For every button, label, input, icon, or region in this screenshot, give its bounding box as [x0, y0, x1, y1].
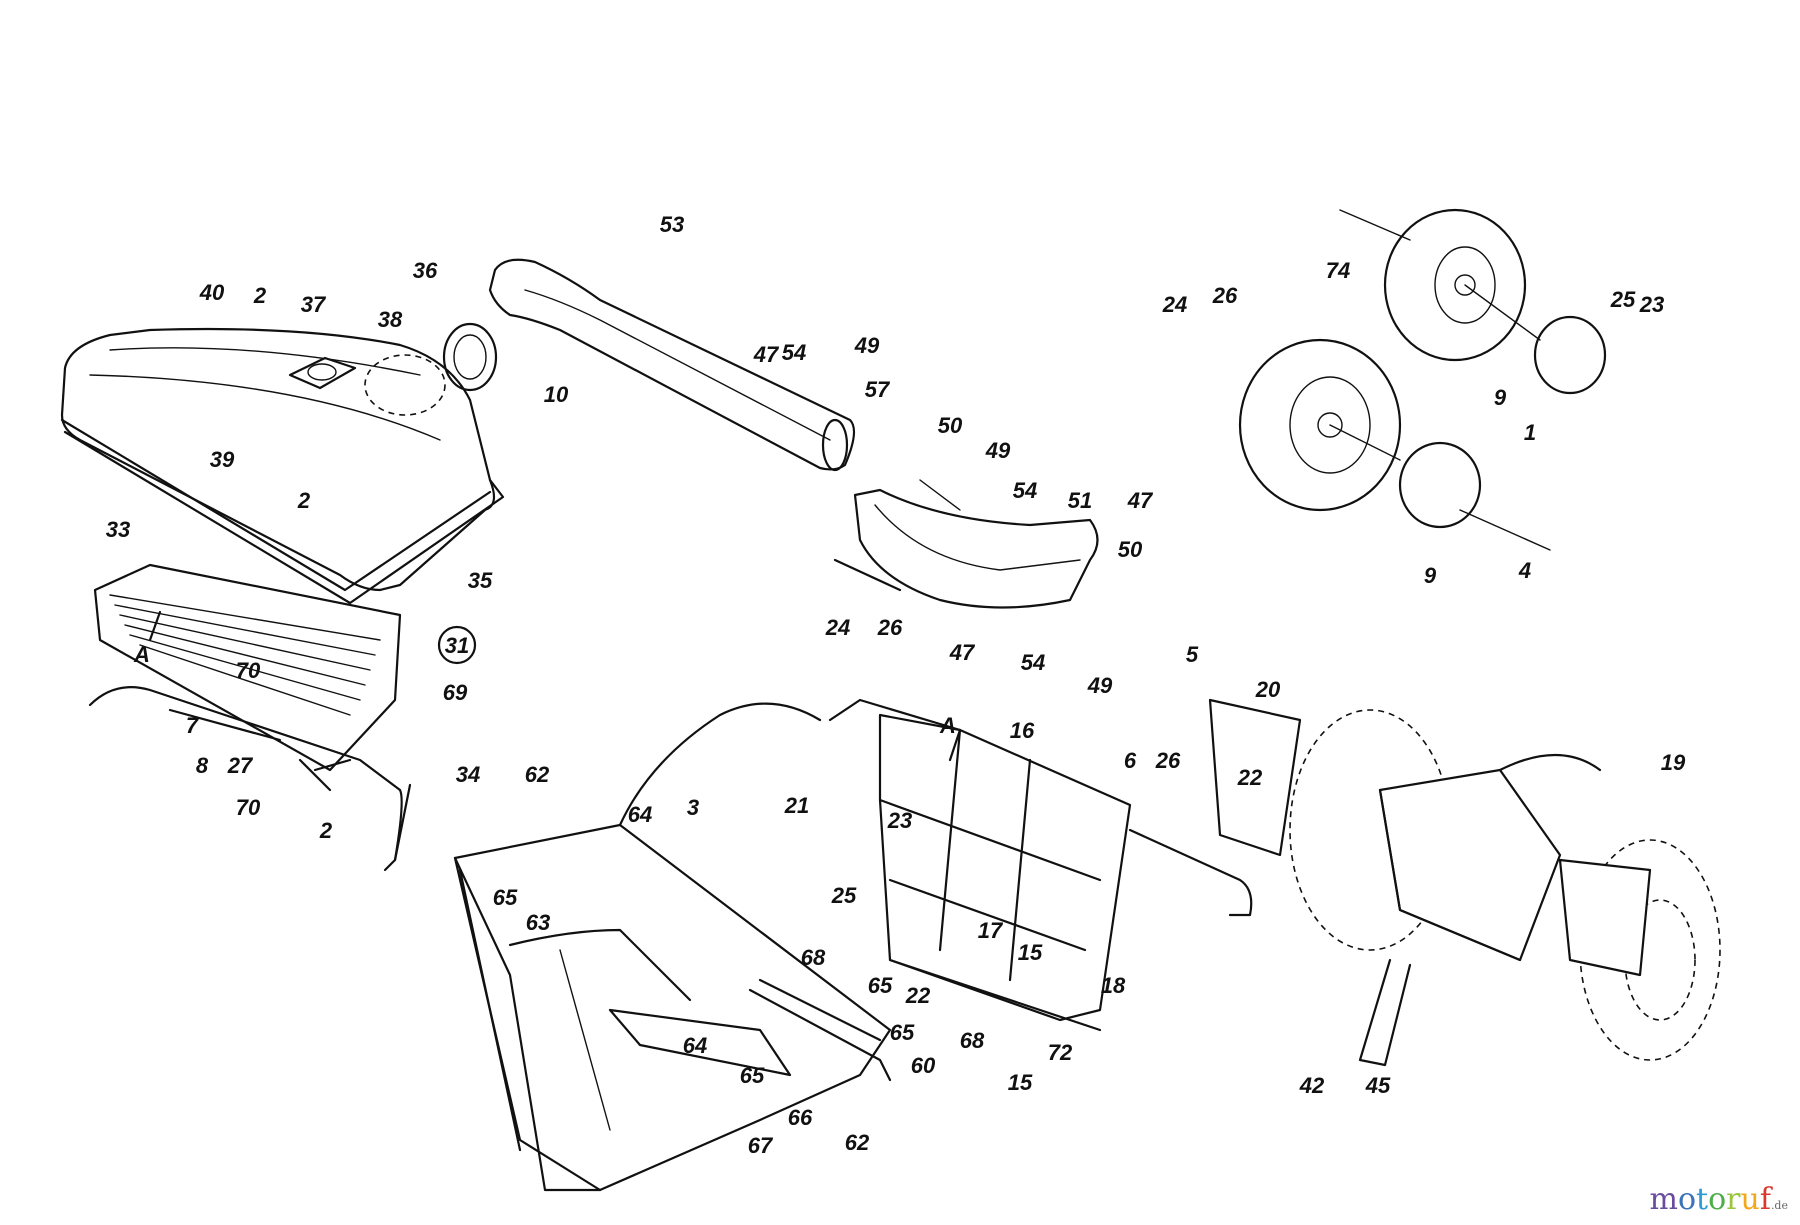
callout-3: 3	[687, 795, 699, 820]
deflector	[833, 479, 1099, 609]
callout-24: 24	[1162, 292, 1187, 317]
callout-38: 38	[378, 307, 403, 332]
callout-40: 40	[199, 280, 225, 305]
callout-47: 47	[753, 342, 780, 367]
callout-67: 67	[748, 1133, 774, 1158]
callout-16: 16	[1010, 718, 1035, 743]
callout-54: 54	[1013, 478, 1037, 503]
callout-66: 66	[788, 1105, 813, 1130]
callout-21: 21	[784, 793, 809, 818]
callout-4: 4	[1518, 558, 1531, 583]
callout-54: 54	[782, 340, 806, 365]
callout-8: 8	[196, 753, 209, 778]
callout-69: 69	[443, 680, 468, 705]
callout-7: 7	[186, 713, 200, 738]
callout-68: 68	[960, 1028, 985, 1053]
watermark-letter: o	[1708, 1182, 1727, 1217]
callout-65: 65	[868, 973, 893, 998]
catcher-cover	[60, 322, 505, 605]
callout-2: 2	[319, 818, 333, 843]
callout-25: 25	[1610, 287, 1636, 312]
mower-deck	[1208, 698, 1721, 1067]
callout-64: 64	[628, 802, 652, 827]
callout-64: 64	[683, 1033, 707, 1058]
callout-47: 47	[1127, 488, 1154, 513]
callout-35: 35	[468, 568, 493, 593]
callout-27: 27	[227, 753, 254, 778]
callout-62: 62	[845, 1130, 870, 1155]
watermark-letter: m	[1649, 1182, 1678, 1217]
callout-51: 51	[1068, 488, 1092, 513]
watermark-letter: o	[1677, 1182, 1697, 1217]
callout-50: 50	[938, 413, 963, 438]
callout-19: 19	[1661, 750, 1686, 775]
callout-33: 33	[106, 517, 130, 542]
callout-65: 65	[740, 1063, 765, 1088]
callout-5: 5	[1186, 642, 1199, 667]
callout-22: 22	[905, 983, 931, 1008]
callout-63: 63	[526, 910, 550, 935]
callout-49: 49	[985, 438, 1011, 463]
watermark-letter: f	[1759, 1182, 1771, 1217]
callout-70: 70	[236, 658, 261, 683]
callout-2: 2	[253, 283, 267, 308]
callout-62: 62	[525, 762, 550, 787]
callout-57: 57	[865, 377, 891, 402]
callout-53: 53	[660, 212, 684, 237]
callout-36: 36	[413, 258, 438, 283]
callout-24: 24	[825, 615, 850, 640]
callout-26: 26	[1155, 748, 1181, 773]
callout-70: 70	[236, 795, 261, 820]
callout-34: 34	[456, 762, 480, 787]
callout-26: 26	[877, 615, 903, 640]
callout-15: 15	[1018, 940, 1043, 965]
discharge-chute	[488, 258, 856, 472]
callout-42: 42	[1299, 1073, 1325, 1098]
callout-50: 50	[1118, 537, 1143, 562]
callout-49: 49	[1087, 673, 1113, 698]
callout-68: 68	[801, 945, 826, 970]
callout-72: 72	[1048, 1040, 1073, 1065]
callout-25: 25	[831, 883, 857, 908]
callout-6: 6	[1124, 748, 1137, 773]
wheel-assembly	[1238, 208, 1607, 551]
callout-17: 17	[978, 918, 1004, 943]
callout-31-ring	[437, 625, 477, 665]
callout-1: 1	[1524, 420, 1536, 445]
site-watermark: motoruf.de	[1650, 1182, 1788, 1217]
watermark-letter: u	[1740, 1182, 1760, 1217]
callout-2: 2	[297, 488, 311, 513]
watermark-tld: .de	[1770, 1199, 1788, 1212]
watermark-letter: r	[1726, 1182, 1741, 1217]
callout-10: 10	[544, 382, 569, 407]
callout-A: A	[939, 713, 956, 738]
callout-9: 9	[1494, 385, 1507, 410]
grill-basket	[88, 563, 412, 872]
callout-49: 49	[854, 333, 880, 358]
callout-31: 31	[445, 633, 469, 658]
callout-18: 18	[1101, 973, 1126, 998]
callout-23: 23	[887, 808, 912, 833]
callout-22: 22	[1237, 765, 1263, 790]
mounting-frame	[828, 698, 1253, 1032]
callout-45: 45	[1365, 1073, 1391, 1098]
callout-39: 39	[210, 447, 235, 472]
callout-26: 26	[1212, 283, 1238, 308]
callout-37: 37	[301, 292, 327, 317]
callout-9: 9	[1424, 563, 1437, 588]
watermark-letter: t	[1696, 1182, 1709, 1217]
callout-15: 15	[1008, 1070, 1033, 1095]
callout-65: 65	[890, 1020, 915, 1045]
callout-65: 65	[493, 885, 518, 910]
callout-A: A	[133, 642, 150, 667]
callout-23: 23	[1639, 292, 1664, 317]
grass-bag	[453, 702, 892, 1192]
callout-74: 74	[1326, 258, 1350, 283]
callout-60: 60	[911, 1053, 936, 1078]
callout-54: 54	[1021, 650, 1045, 675]
callout-20: 20	[1255, 677, 1281, 702]
callout-47: 47	[949, 640, 976, 665]
